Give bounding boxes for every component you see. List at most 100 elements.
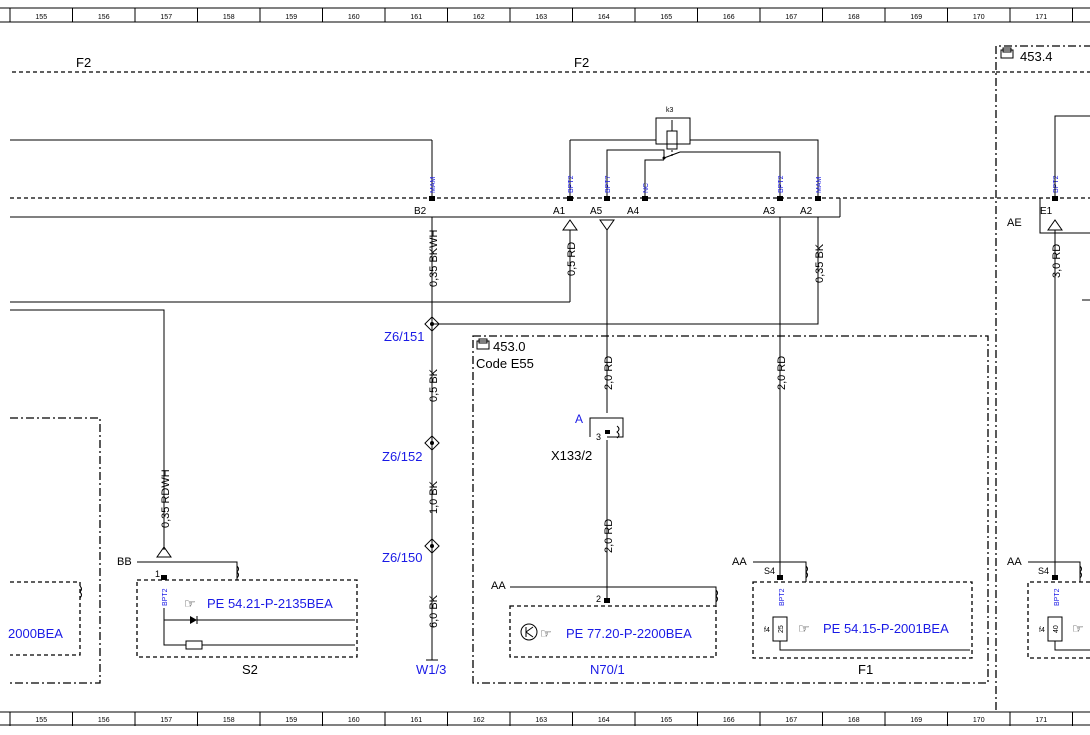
f1-pin-s4: S4 (764, 566, 775, 576)
junction-z6-152: Z6/152 (382, 449, 422, 464)
ruler-label: 170 (973, 717, 985, 724)
junction-w1-3: W1/3 (416, 662, 446, 677)
ruler-label: 168 (848, 14, 860, 21)
code-box-ref: 453.0 (493, 339, 526, 354)
connector-pin-tag: A (575, 412, 583, 426)
ruler-label: 156 (98, 717, 110, 724)
ruler-label: 160 (348, 717, 360, 724)
f1-fuse-f4: f4 (764, 627, 770, 634)
f1-pin-tag: BPT2 (779, 588, 786, 606)
wire-label-e1: 3,0 RD (1051, 244, 1063, 278)
f1-module-ref: PE 54.15-P-2001BEA (823, 621, 949, 636)
right-section-ref: 453.4 (1020, 49, 1053, 64)
ruler-label: 163 (535, 14, 547, 21)
ruler-label: 160 (348, 14, 360, 21)
pin-marker-e1 (1052, 196, 1058, 201)
pin-markers (429, 196, 1058, 201)
section-label-left: F2 (76, 55, 91, 70)
pin-label-a2: A2 (800, 206, 813, 217)
wire-label-a1: 0,5 RD (566, 242, 578, 276)
wire-a2 (432, 217, 819, 325)
pin-marker-a3 (777, 196, 783, 201)
ruler-label: 168 (848, 717, 860, 724)
pin-label-a4: A4 (627, 206, 640, 217)
ruler-label: 161 (410, 717, 422, 724)
connector-pin-3: 3 (596, 432, 601, 442)
pin-label-a1: A1 (553, 206, 566, 217)
code-box-icon (476, 338, 490, 350)
section-label-center: F2 (574, 55, 589, 70)
ruler-label: 167 (785, 717, 797, 724)
wire-label-x133-bot: 2,0 RD (603, 519, 615, 553)
pin-label-b2: B2 (414, 206, 427, 217)
pin-marker-a2 (815, 196, 821, 201)
ruler-label: 164 (598, 717, 610, 724)
ruler-label: 171 (1035, 717, 1047, 724)
ruler-label: 155 (35, 717, 47, 724)
wire-bb (10, 309, 165, 550)
ruler-label: 170 (973, 14, 985, 21)
right-pin-s4: S4 (1038, 566, 1049, 576)
n70-book-icon: ☞ (540, 626, 552, 641)
ruler-label: 157 (160, 717, 172, 724)
ruler-label: 162 (473, 14, 485, 21)
ruler-label: 157 (160, 14, 172, 21)
ruler-label: 167 (785, 14, 797, 21)
ruler-label: 158 (223, 717, 235, 724)
splice-z6-151 (424, 316, 440, 332)
wire-label-w1: 6,0 BK (428, 594, 440, 628)
s2-module-box (136, 579, 358, 658)
pin-tag-a2: MAM (816, 177, 823, 194)
f1-module-name: F1 (858, 662, 873, 677)
pin-tag-a3: BPT2 (778, 175, 785, 193)
s2-diode (190, 616, 197, 624)
right-partial-box (1027, 581, 1090, 659)
pin-marker-a4 (642, 196, 648, 201)
right-section-box (995, 45, 1090, 710)
arrow-up-e1 (1047, 219, 1063, 231)
s2-book-icon: ☞ (184, 596, 196, 611)
pin-tag-b2: MAM (430, 177, 437, 194)
wire-label-x133-top: 2,0 RD (603, 356, 615, 390)
s2-module-name: S2 (242, 662, 258, 677)
splice-z6-152 (424, 435, 440, 451)
connector-x133 (589, 417, 624, 439)
pin-label-aa-3: AA (1007, 556, 1022, 568)
ruler-label: 161 (410, 14, 422, 21)
ruler-label: 169 (910, 717, 922, 724)
f1-fuse-rating: 25 (778, 625, 785, 633)
junction-z6-150: Z6/150 (382, 550, 422, 565)
ruler-label: 169 (910, 14, 922, 21)
ruler-label: 166 (723, 717, 735, 724)
s2-pin-1: 1 (155, 569, 160, 579)
ruler-label: 165 (660, 14, 672, 21)
right-fuse-rating: 40 (1053, 625, 1060, 633)
relay-label: k3 (666, 107, 674, 114)
ruler-label: 159 (285, 14, 297, 21)
left-partial-box (10, 417, 101, 684)
ruler-label: 162 (473, 717, 485, 724)
code-e55-box (472, 335, 989, 684)
wire-label-bb: 0,35 RDWH (160, 469, 172, 528)
pin-label-e1: E1 (1040, 206, 1053, 217)
left-module-ref: 2000BEA (8, 626, 63, 641)
s2-pin-tag: BPT2 (162, 588, 169, 606)
right-ref-icon (1000, 47, 1014, 59)
arrow-up-bb (156, 546, 172, 558)
junction-z6-151: Z6/151 (384, 329, 424, 344)
ruler-label: 165 (660, 717, 672, 724)
ruler-label: 155 (35, 14, 47, 21)
ruler-label: 158 (223, 14, 235, 21)
pin-label-ae: AE (1007, 217, 1022, 229)
connector-label-x133: X133/2 (551, 448, 592, 463)
pin-marker-a5 (604, 196, 610, 201)
right-fuse-f4: f4 (1039, 627, 1045, 634)
pin-label-aa-2: AA (732, 556, 747, 568)
n70-transistor-icon (520, 623, 538, 641)
pin-marker-b2 (429, 196, 435, 201)
wire-label-b2: 0,35 BKWH (428, 229, 440, 287)
ruler-label: 159 (285, 717, 297, 724)
